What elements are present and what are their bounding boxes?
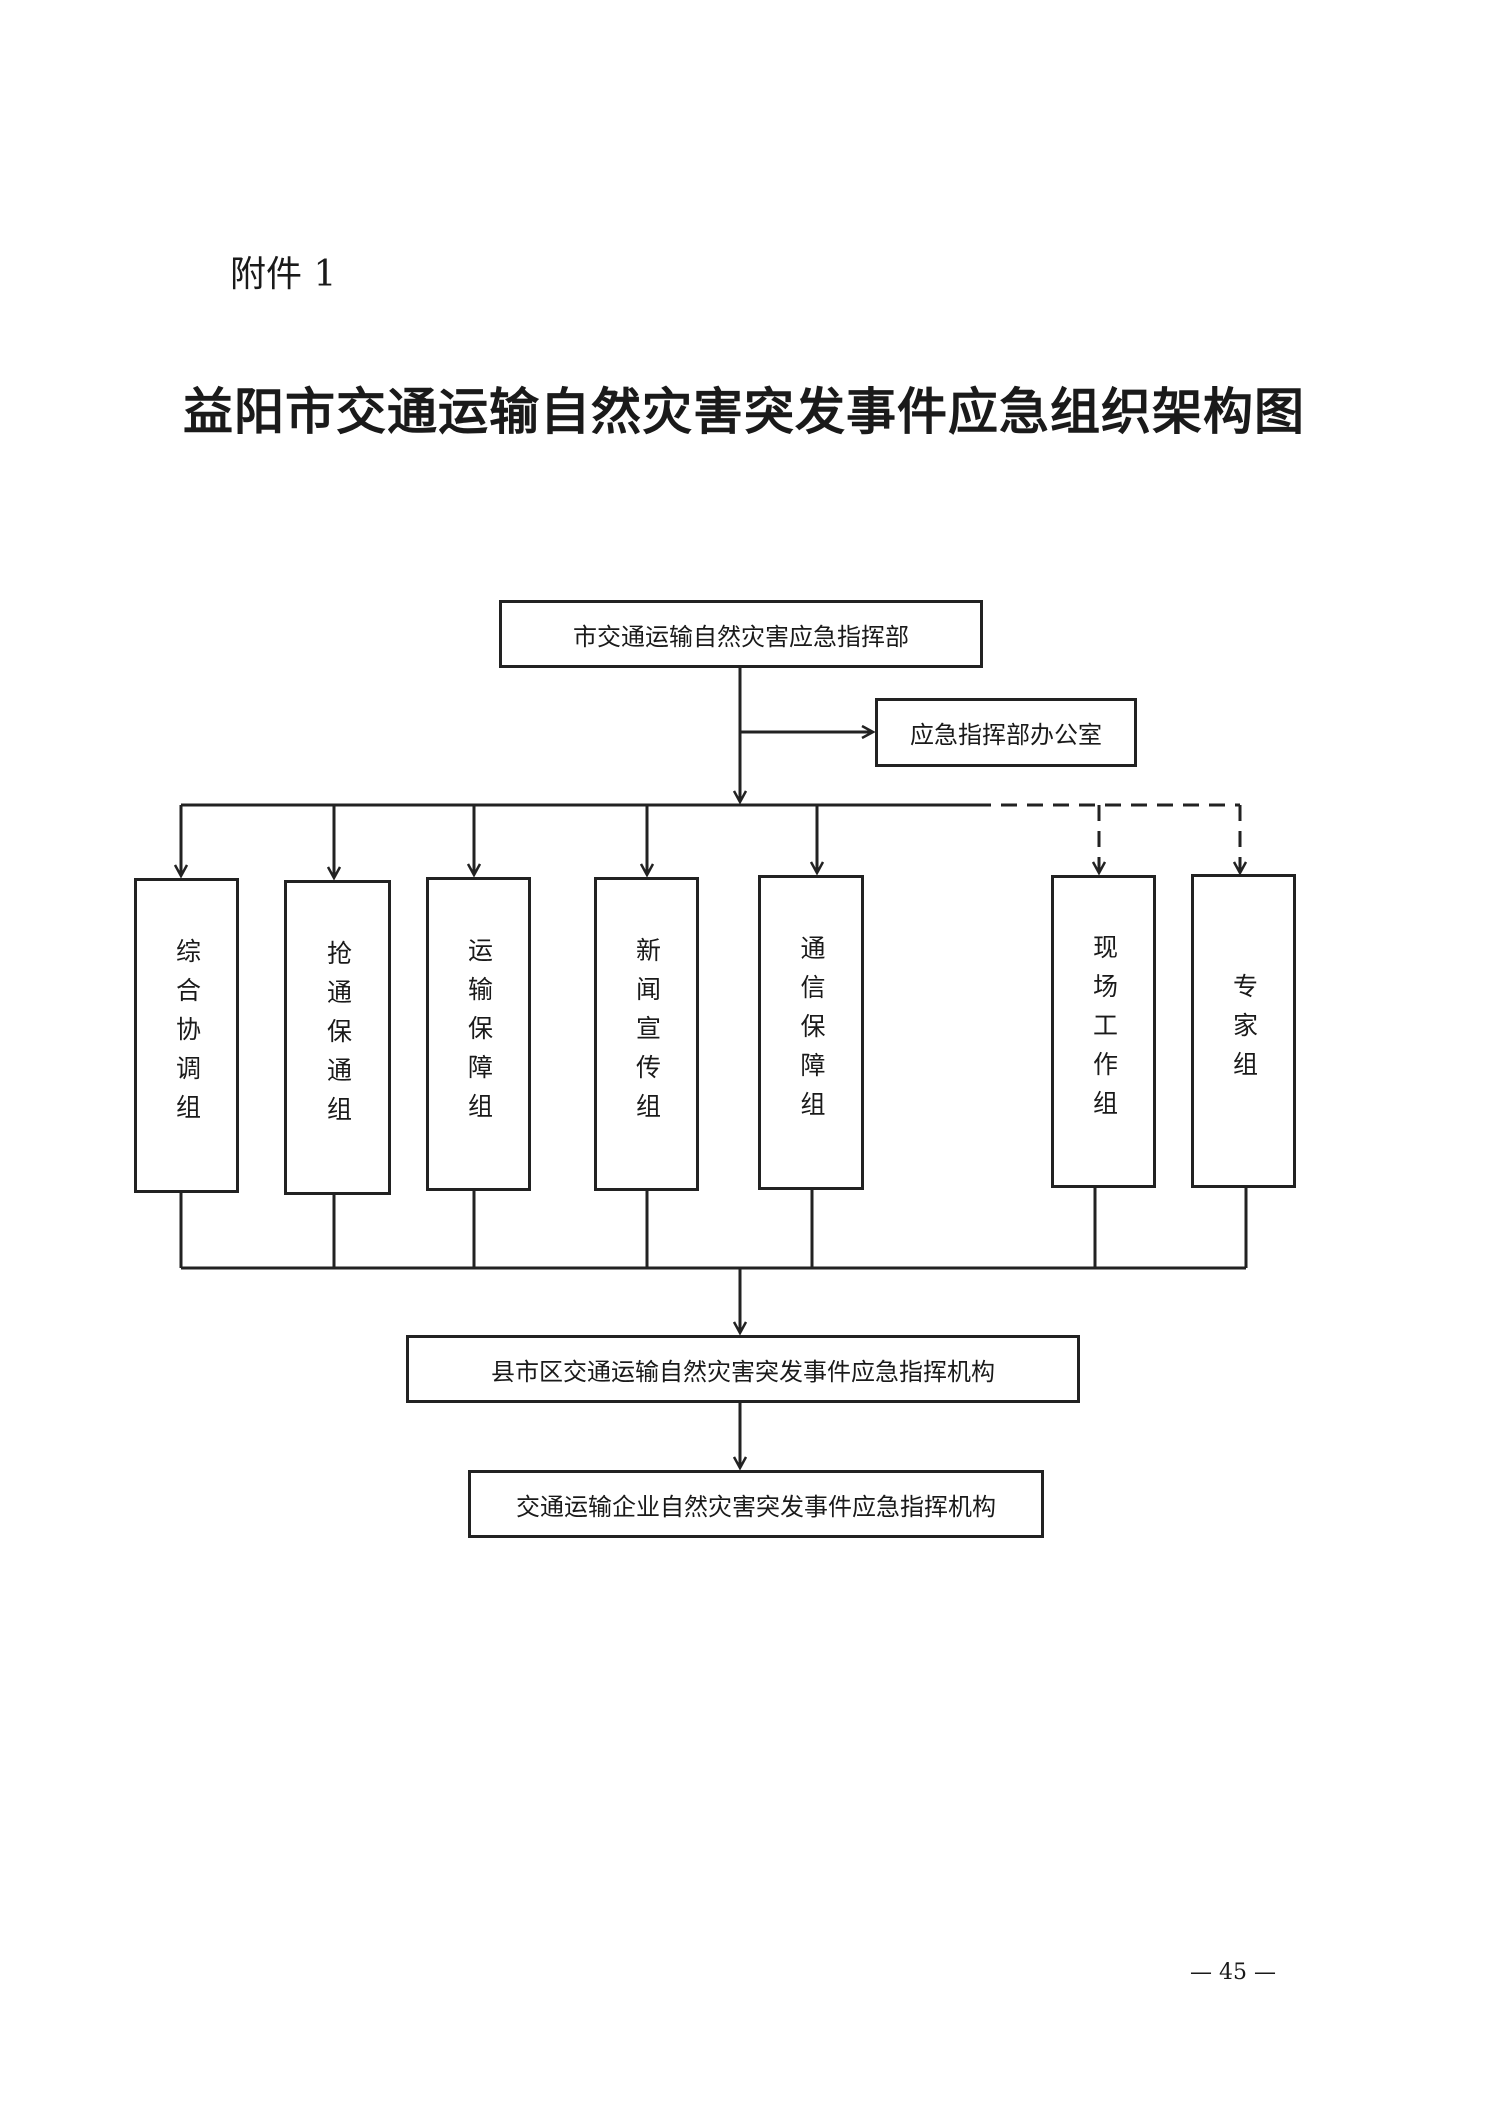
enterprise-command-box: 交通运输企业自然灾害突发事件应急指挥机构	[468, 1470, 1044, 1538]
enterprise-command-label: 交通运输企业自然灾害突发事件应急指挥机构	[516, 1492, 996, 1521]
group-box-6: 现场工作组	[1051, 875, 1156, 1188]
group-box-7: 专家组	[1191, 874, 1296, 1188]
group-box-5: 通信保障组	[758, 875, 864, 1190]
group-box-2: 抢通保通组	[284, 880, 391, 1195]
group-box-1: 综合协调组	[134, 878, 239, 1193]
office-label: 应急指挥部办公室	[910, 721, 1102, 749]
attachment-label: 附件 1	[230, 254, 337, 295]
headquarters-box: 市交通运输自然灾害应急指挥部	[499, 600, 983, 668]
group-label: 运输保障组	[464, 936, 494, 1132]
page-number: — 45 —	[1190, 1960, 1276, 1985]
group-box-4: 新闻宣传组	[594, 877, 699, 1191]
group-label: 综合协调组	[172, 938, 202, 1133]
group-label: 现场工作组	[1089, 934, 1119, 1129]
group-box-3: 运输保障组	[426, 877, 531, 1191]
page-title: 益阳市交通运输自然灾害突发事件应急组织架构图	[183, 382, 1305, 441]
group-label: 抢通保通组	[323, 940, 353, 1135]
county-command-label: 县市区交通运输自然灾害突发事件应急指挥机构	[491, 1357, 995, 1386]
group-label: 通信保障组	[797, 935, 826, 1130]
office-box: 应急指挥部办公室	[875, 698, 1137, 767]
county-command-box: 县市区交通运输自然灾害突发事件应急指挥机构	[406, 1335, 1080, 1403]
group-label: 专家组	[1229, 972, 1259, 1090]
headquarters-label: 市交通运输自然灾害应急指挥部	[573, 622, 909, 651]
group-label: 新闻宣传组	[632, 936, 662, 1132]
